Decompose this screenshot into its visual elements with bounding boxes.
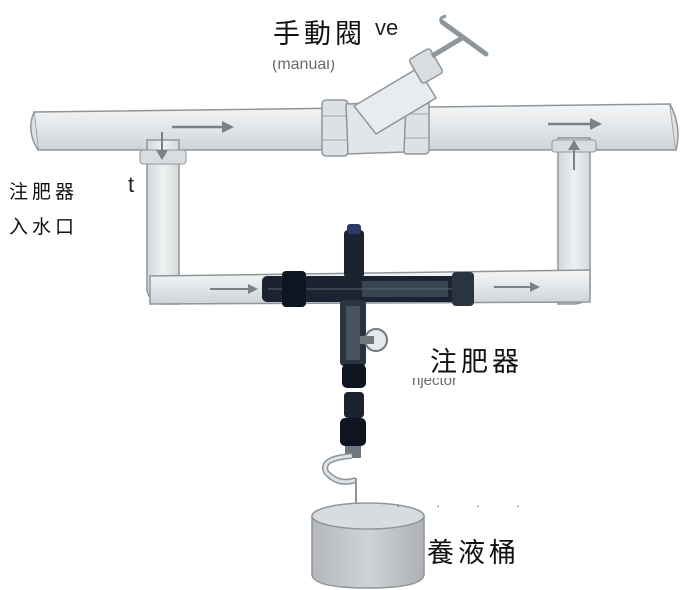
ghost-tank-dots: · · · · <box>396 498 537 513</box>
ghost-valve-suffix: ve <box>375 15 399 40</box>
manual-valve-label: 手動閥 <box>273 19 366 50</box>
flow-arrow-bypass-left <box>210 284 258 294</box>
flow-arrow-bypass-right <box>494 282 540 292</box>
ghost-manual-text: (manual) <box>272 56 336 73</box>
flow-arrow-return-up <box>568 140 580 170</box>
injector-inlet-label-line2: 入水口 <box>9 216 79 238</box>
ghost-inlet-suffix: t <box>128 172 135 197</box>
flow-arrow-inlet-down <box>156 132 168 160</box>
patch-manual <box>266 46 376 60</box>
fertilizer-injector <box>262 224 474 458</box>
patch-injector <box>406 346 490 378</box>
manual-valve <box>345 14 489 155</box>
nutrient-tank-label: 養液桶 <box>427 538 520 569</box>
flow-arrow-main-right <box>548 118 602 130</box>
nutrient-tank <box>311 502 425 589</box>
flow-arrow-main-left <box>172 121 234 133</box>
pipe-union-left <box>321 99 349 157</box>
injector-inlet-label-line1: 注肥器 <box>9 181 79 203</box>
injector-label: 注肥器 <box>430 347 523 378</box>
